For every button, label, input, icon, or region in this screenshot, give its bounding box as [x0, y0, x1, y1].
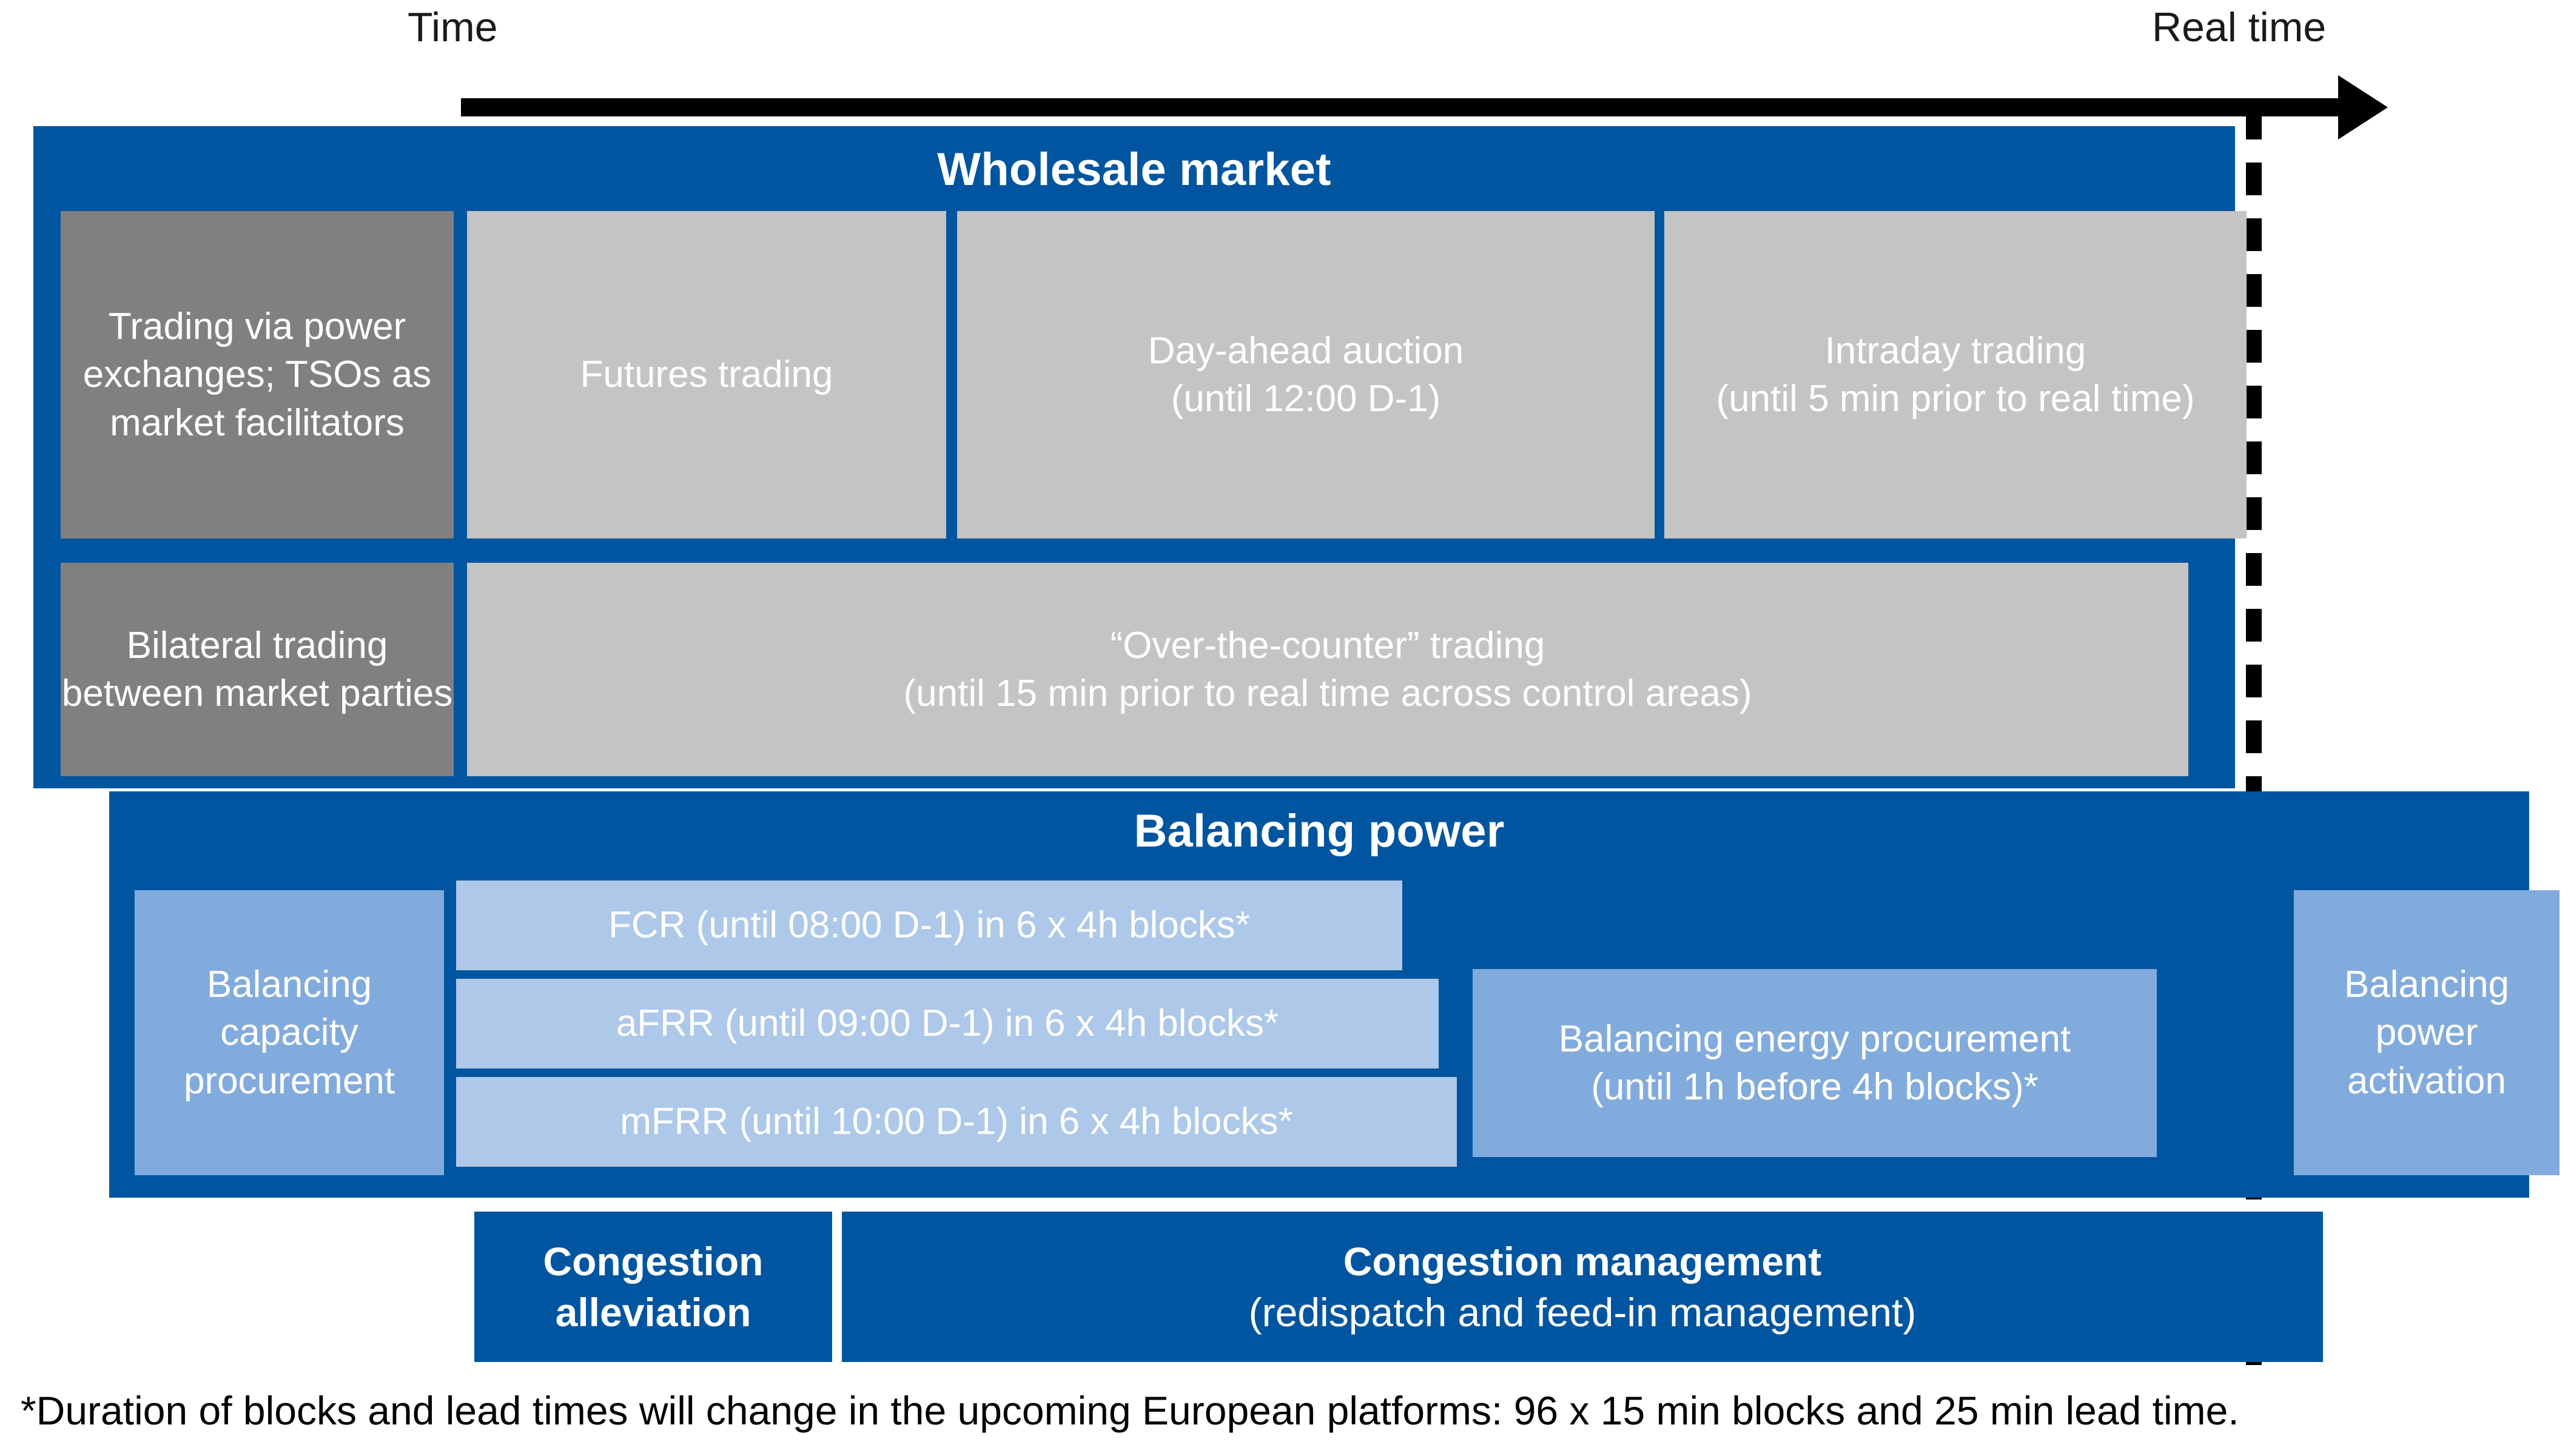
afrr-product-box: aFRR (until 09:00 D-1) in 6 x 4h blocks* [456, 979, 1439, 1069]
day-ahead-auction-box: Day-ahead auction (until 12:00 D-1) [957, 211, 1655, 538]
congestion-alleviation-label: Congestion alleviation [543, 1238, 764, 1335]
balancing-power-title: Balancing power [1134, 805, 1505, 857]
wholesale-exchange-category-box: Trading via power exchanges; TSOs as mar… [61, 211, 454, 538]
day-ahead-auction-detail: (until 12:00 D-1) [1171, 378, 1441, 420]
bilateral-trading-category-box: Bilateral trading between market parties [61, 563, 454, 776]
footnote-text: *Duration of blocks and lead times will … [21, 1388, 2239, 1433]
balancing-energy-procurement-label: Balancing energy procurement [1558, 1018, 2071, 1060]
intraday-trading-label: Intraday trading [1824, 329, 2086, 372]
afrr-product-label: aFRR (until 09:00 D-1) in 6 x 4h blocks* [616, 1002, 1279, 1045]
futures-trading-label: Futures trading [580, 354, 833, 396]
wholesale-exchange-category-label: Trading via power exchanges; TSOs as mar… [82, 305, 432, 444]
balancing-capacity-procurement-box: Balancing capacity procurement [135, 890, 444, 1175]
over-the-counter-detail: (until 15 min prior to real time across … [903, 673, 1752, 714]
intraday-trading-box: Intraday trading (until 5 min prior to r… [1664, 211, 2247, 538]
mfrr-product-label: mFRR (until 10:00 D-1) in 6 x 4h blocks* [620, 1101, 1293, 1143]
time-arrow-head-icon [2338, 75, 2388, 139]
congestion-management-detail: (redispatch and feed-in management) [1248, 1290, 1917, 1335]
bilateral-trading-category-label: Bilateral trading between market parties [61, 624, 453, 714]
time-axis-end-label: Real time [2152, 4, 2327, 50]
futures-trading-box: Futures trading [467, 211, 946, 538]
wholesale-market-title: Wholesale market [937, 144, 1331, 195]
over-the-counter-label: “Over-the-counter” trading [1110, 624, 1545, 666]
balancing-energy-procurement-detail: (until 1h before 4h blocks)* [1591, 1066, 2039, 1108]
congestion-alleviation-box: Congestion alleviation [474, 1212, 832, 1362]
balancing-power-activation-label: Balancing power activation [2344, 963, 2510, 1102]
over-the-counter-trading-box: “Over-the-counter” trading (until 15 min… [467, 563, 2188, 776]
time-arrow-shaft [461, 98, 2347, 116]
congestion-management-title: Congestion management [1343, 1238, 1822, 1284]
congestion-management-box: Congestion management (redispatch and fe… [842, 1212, 2323, 1362]
fcr-product-label: FCR (until 08:00 D-1) in 6 x 4h blocks* [608, 904, 1250, 947]
balancing-energy-procurement-box: Balancing energy procurement (until 1h b… [1473, 969, 2157, 1157]
fcr-product-box: FCR (until 08:00 D-1) in 6 x 4h blocks* [456, 881, 1402, 970]
balancing-capacity-procurement-label: Balancing capacity procurement [183, 963, 395, 1102]
time-axis-start-label: Time [408, 4, 498, 50]
mfrr-product-box: mFRR (until 10:00 D-1) in 6 x 4h blocks* [456, 1077, 1457, 1167]
intraday-trading-detail: (until 5 min prior to real time) [1716, 378, 2195, 420]
balancing-power-activation-box: Balancing power activation [2294, 890, 2560, 1175]
day-ahead-auction-label: Day-ahead auction [1148, 329, 1464, 372]
